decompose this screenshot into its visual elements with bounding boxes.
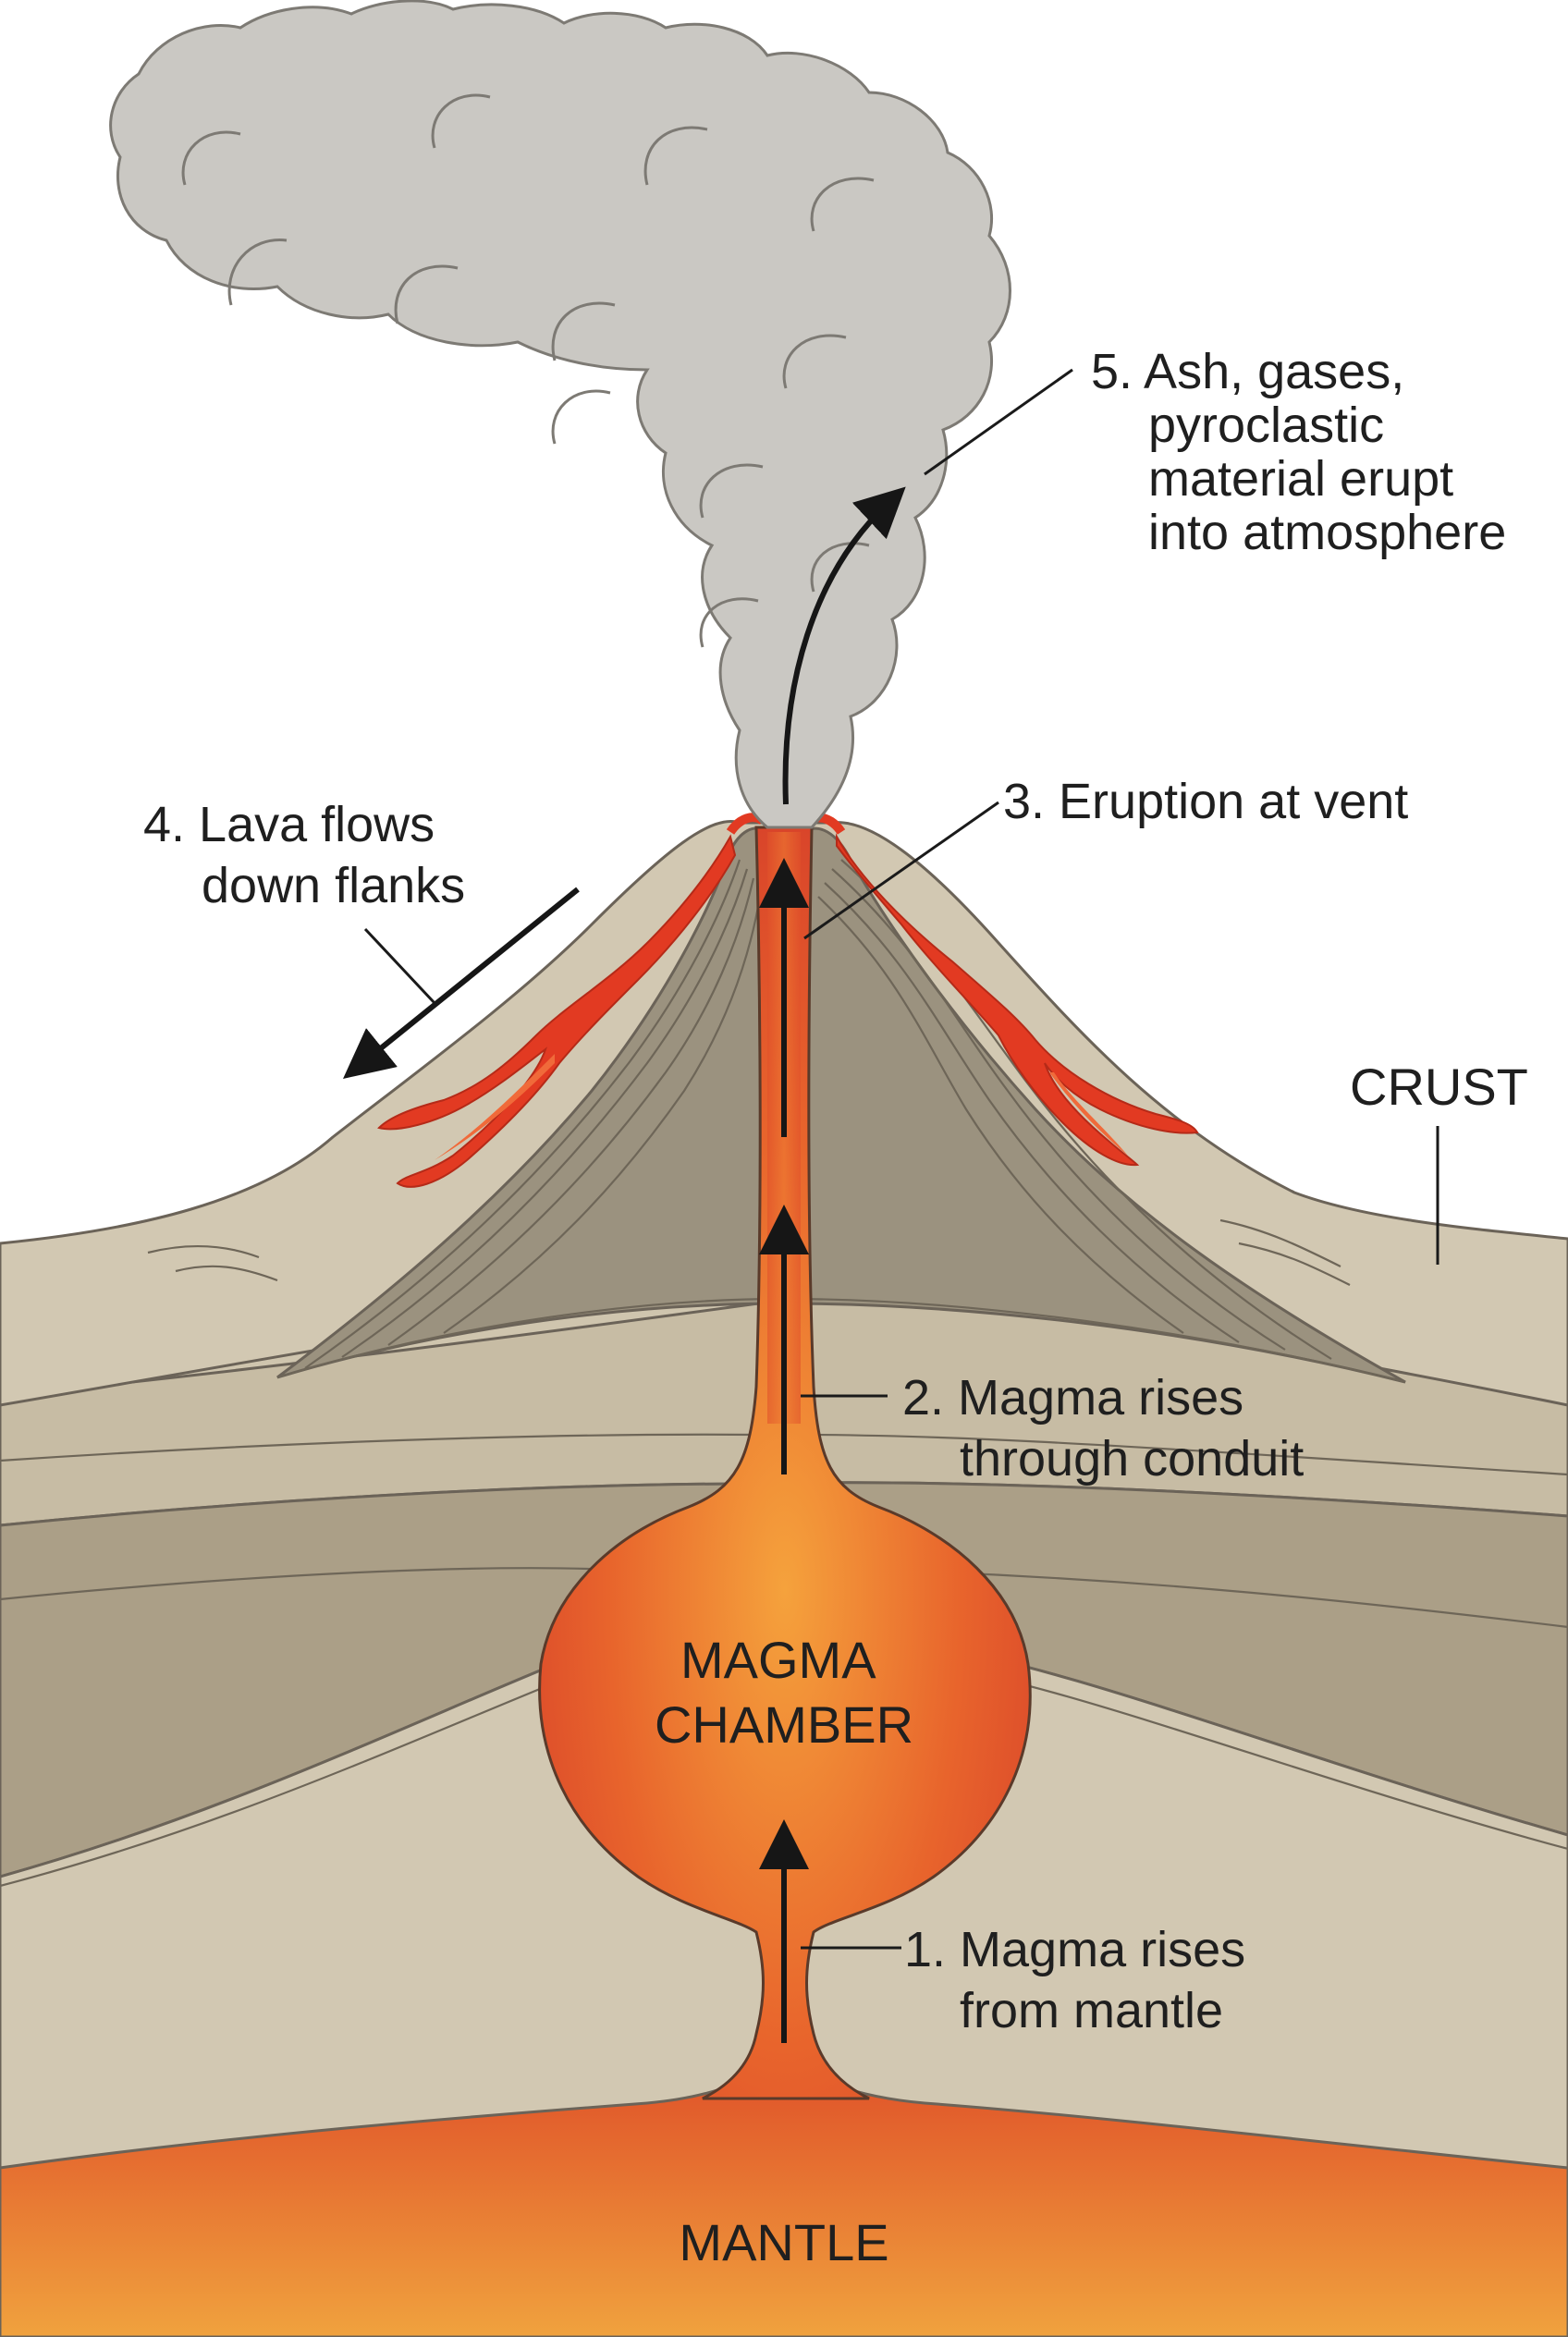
label-step1-line2: from mantle bbox=[960, 1983, 1223, 2038]
ash-cloud bbox=[111, 1, 1011, 827]
label-step1-line1: 1. Magma rises bbox=[904, 1922, 1245, 1977]
label-mantle: MANTLE bbox=[679, 2213, 888, 2271]
label-step3-line1: 3. Eruption at vent bbox=[1003, 774, 1408, 829]
label-step5: 5. Ash, gases, pyroclastic material erup… bbox=[1091, 344, 1506, 560]
label-step5-line4: into atmosphere bbox=[1148, 505, 1506, 560]
label-chamber-line2: CHAMBER bbox=[655, 1695, 913, 1754]
label-chamber-line1: MAGMA bbox=[680, 1631, 876, 1689]
label-step2-line1: 2. Magma rises bbox=[902, 1370, 1243, 1425]
label-step2-line2: through conduit bbox=[960, 1431, 1304, 1487]
label-step5-line2: pyroclastic bbox=[1148, 398, 1384, 453]
label-crust: CRUST bbox=[1350, 1058, 1528, 1116]
label-step5-line3: material erupt bbox=[1148, 451, 1453, 507]
label-step4-line2: down flanks bbox=[202, 858, 465, 913]
label-step3: 3. Eruption at vent bbox=[1003, 774, 1408, 829]
label-step5-line1: 5. Ash, gases, bbox=[1091, 344, 1404, 399]
label-step4-line1: 4. Lava flows bbox=[143, 797, 435, 852]
label-step4: 4. Lava flows down flanks bbox=[143, 797, 465, 913]
ash-plume bbox=[111, 1, 1011, 827]
